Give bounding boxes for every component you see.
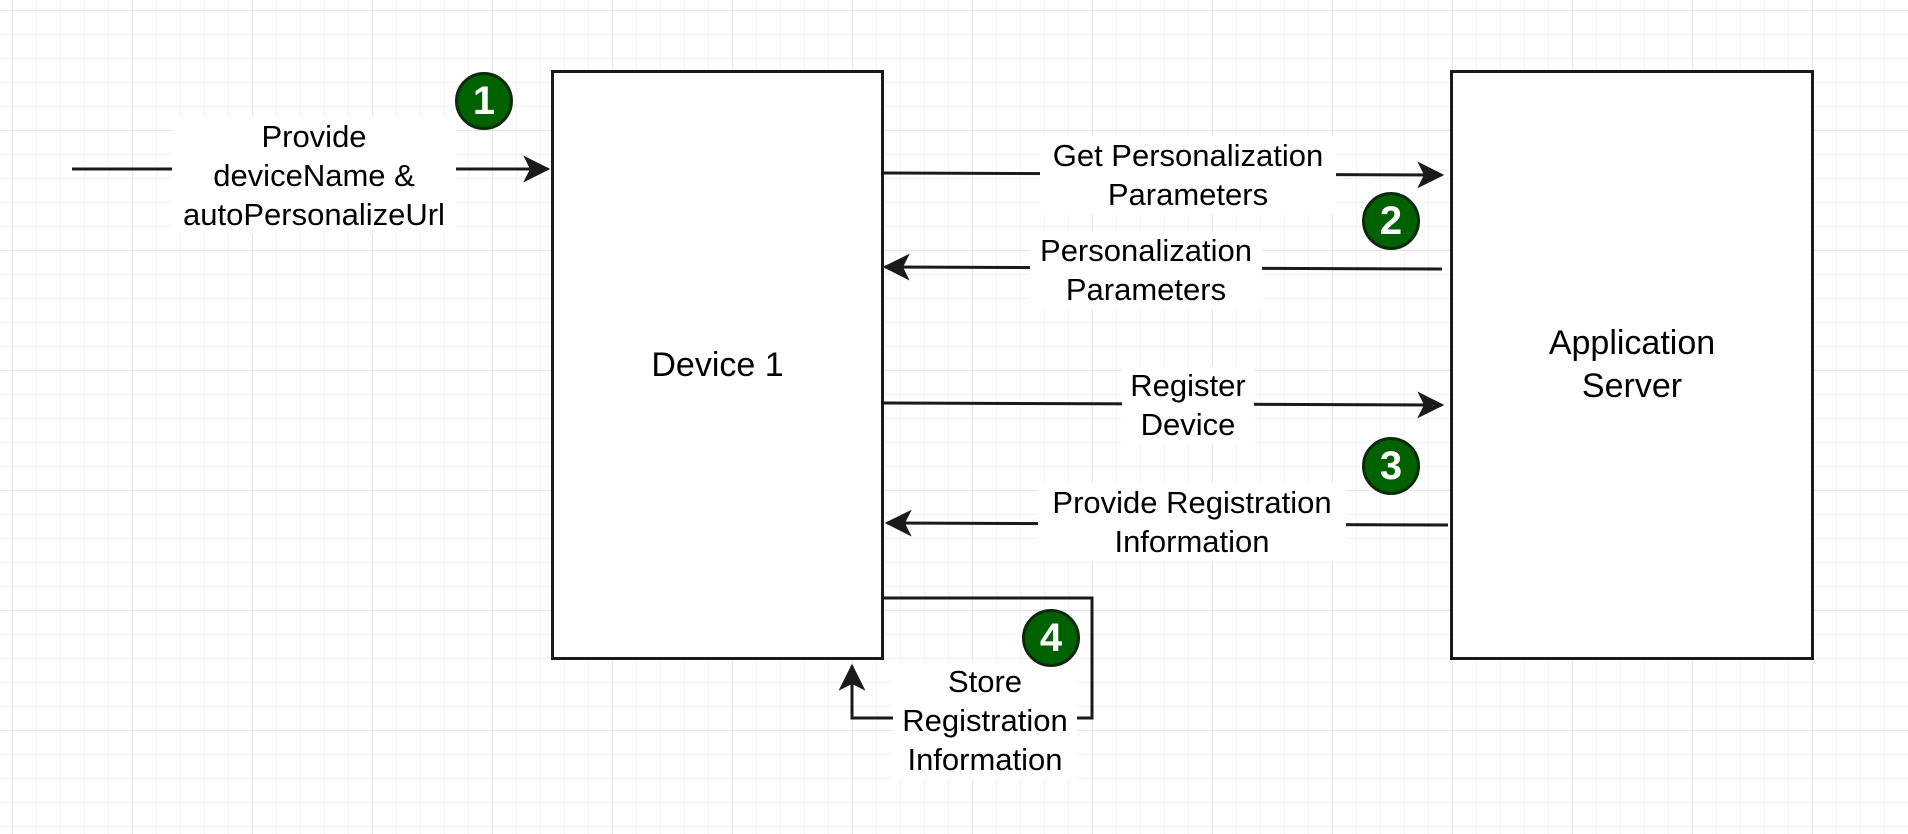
step-3-badge: 3 <box>1362 437 1420 495</box>
step-1-badge: 1 <box>455 72 513 130</box>
register-device-label: Register Device <box>1122 366 1254 444</box>
device-node[interactable]: Device 1 <box>551 70 884 660</box>
step-4-badge: 4 <box>1022 609 1080 667</box>
edge-store-registration <box>838 596 1094 720</box>
device-node-label: Device 1 <box>651 345 784 384</box>
store-registration-label: Store Registration Information <box>893 662 1077 779</box>
params-response-label: Personalization Parameters <box>1030 231 1262 309</box>
application-server-node-label: Application Server <box>1548 324 1716 405</box>
step-2-badge: 2 <box>1362 192 1420 250</box>
provide-input-label: Provide deviceName & autoPersonalizeUrl <box>172 117 456 234</box>
get-params-label: Get Personalization Parameters <box>1040 136 1336 214</box>
provide-registration-label: Provide Registration Information <box>1038 483 1346 561</box>
application-server-node[interactable]: Application Server <box>1450 70 1814 660</box>
